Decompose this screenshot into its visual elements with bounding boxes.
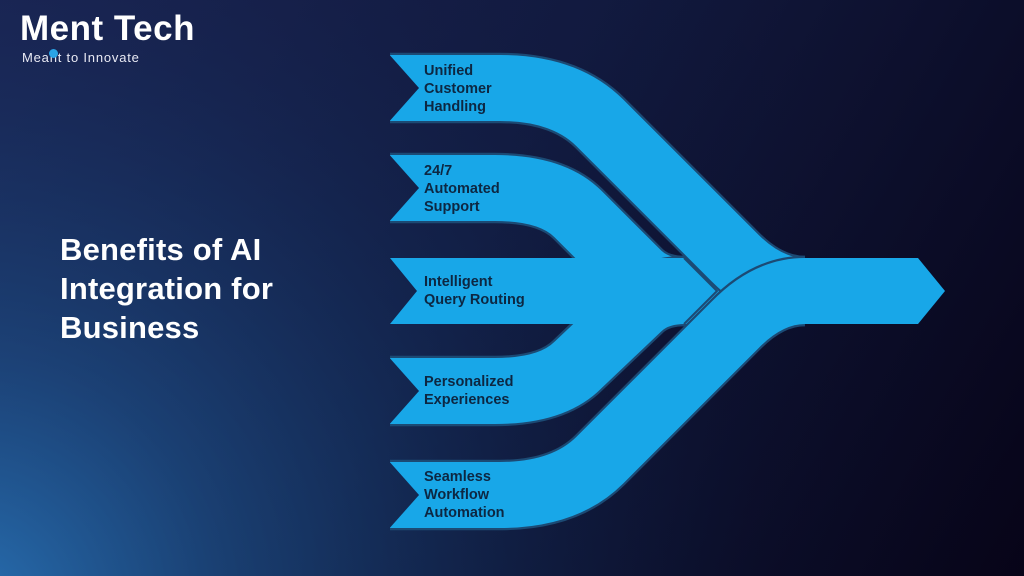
label-line: Automated bbox=[424, 181, 500, 197]
band-label-automated-support: 24/7 Automated Support bbox=[424, 162, 594, 216]
page-title: Benefits of AI Integration for Business bbox=[60, 230, 273, 347]
label-line: Support bbox=[424, 199, 480, 215]
label-line: 24/7 bbox=[424, 163, 453, 179]
band-tail-notches bbox=[387, 52, 419, 531]
title-line: Integration for bbox=[60, 271, 274, 306]
label-line: Handling bbox=[424, 99, 487, 115]
brand-tagline: Meant to Innovate bbox=[22, 49, 140, 65]
label-line: Unified bbox=[424, 63, 474, 79]
label-line: Query Routing bbox=[424, 292, 525, 308]
band-label-workflow-automation: Seamless Workflow Automation bbox=[424, 468, 594, 522]
label-line: Personalized bbox=[424, 374, 514, 390]
label-line: Experiences bbox=[424, 392, 510, 408]
band-query-routing bbox=[390, 257, 719, 325]
label-line: Seamless bbox=[424, 469, 491, 485]
band-workflow-automation bbox=[390, 255, 807, 531]
brand-name: Ment Tech bbox=[20, 9, 195, 48]
band-label-personalized-experiences: Personalized Experiences bbox=[424, 373, 594, 409]
title-line: Benefits of AI bbox=[60, 232, 262, 267]
band-label-query-routing: Intelligent Query Routing bbox=[424, 273, 594, 309]
label-line: Workflow bbox=[424, 487, 489, 503]
label-line: Automation bbox=[424, 505, 505, 521]
title-line: Business bbox=[60, 310, 200, 345]
brand-logo: Ment Tech Meant to Innovate bbox=[20, 9, 195, 65]
label-line: Intelligent bbox=[424, 274, 493, 290]
band-label-unified-customer: Unified Customer Handling bbox=[424, 62, 594, 116]
label-line: Customer bbox=[424, 81, 492, 97]
brand-dot-icon bbox=[49, 49, 58, 58]
